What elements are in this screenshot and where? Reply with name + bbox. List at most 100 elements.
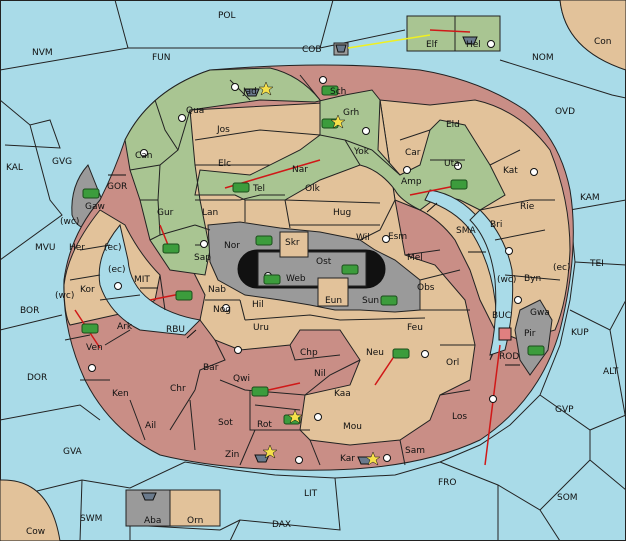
sea-label: GVA (63, 447, 83, 457)
fleet-icon[interactable] (244, 88, 260, 97)
land-label: Sam (405, 446, 425, 456)
land-label: Sot (218, 418, 233, 428)
land-label: Bar (203, 363, 219, 373)
sea-label: LIT (304, 489, 318, 499)
sea-mit-channel (98, 223, 202, 336)
land-label: Nar (292, 165, 308, 175)
land-label: Lan (202, 208, 218, 218)
land-label: Hel (466, 40, 481, 50)
army-icon[interactable] (380, 295, 398, 306)
land-label: Gur (157, 208, 174, 218)
move-order-arrow (159, 224, 169, 246)
army-icon[interactable] (450, 179, 468, 190)
land-label: Her (69, 243, 85, 253)
army-icon[interactable] (321, 85, 339, 96)
land-label: Kaa (334, 389, 351, 399)
land-label: Web (286, 274, 306, 284)
army-icon[interactable] (263, 274, 281, 285)
coast-label: (wc) (60, 217, 79, 227)
land-label: Nil (314, 369, 326, 379)
land-label: Uta (444, 159, 460, 169)
land-label: Qua (186, 106, 204, 116)
army-icon[interactable] (81, 323, 99, 334)
region-elf[interactable] (406, 15, 456, 52)
sea-label: ROD (499, 352, 519, 362)
army-icon[interactable] (527, 345, 545, 356)
land-label: Uru (253, 323, 269, 333)
aba-orn-frame (125, 489, 221, 527)
land-label: Mou (343, 422, 362, 432)
land-label: Yok (353, 147, 370, 157)
land-label: Orn (187, 516, 203, 526)
land-label: Los (452, 412, 467, 422)
region-eun[interactable] (317, 277, 349, 307)
army-icon[interactable] (162, 243, 180, 254)
land-label: Neu (366, 348, 384, 358)
land-region-borders (64, 74, 561, 466)
sea-label: TEI (589, 259, 604, 269)
sea-label: RBU (166, 325, 185, 335)
sea-label: NOM (532, 53, 554, 63)
sea-label: FRO (438, 478, 457, 488)
sea-label: SWM (80, 514, 102, 524)
land-label: Skr (285, 238, 300, 248)
land-label: Pir (524, 329, 536, 339)
fleet-icon[interactable] (335, 44, 347, 53)
sea-label: COB (302, 45, 322, 55)
land-label: Rot (257, 420, 272, 430)
supply-centers (88, 40, 538, 464)
sea-label: KUP (571, 328, 589, 338)
land-label: Amp (401, 177, 422, 187)
coast-label: (ec) (108, 265, 126, 275)
sea-label: BOR (20, 306, 39, 316)
sea-label: KAM (580, 193, 600, 203)
land-label: Sun (362, 296, 379, 306)
sea-label: GVG (52, 157, 72, 167)
sea-label: SMA (456, 226, 476, 236)
move-order-arrow (429, 29, 471, 33)
sea-label: MIT (134, 275, 150, 285)
land-label: Rie (520, 202, 535, 212)
army-icon[interactable] (392, 348, 410, 359)
land-label: Gaw (85, 202, 105, 212)
star-markers (258, 81, 381, 466)
sea-label: OVD (555, 107, 575, 117)
army-icon[interactable] (251, 386, 269, 397)
coast-label: (ec) (104, 243, 122, 253)
fleet-icon[interactable] (462, 36, 478, 45)
land-label: Eun (325, 296, 342, 306)
army-icon[interactable] (232, 182, 250, 193)
region-north-belt[interactable] (124, 67, 506, 276)
land-labels: Elf Hel Jad Sch Qua Grh Jos Eld Can Yok … (69, 40, 550, 526)
land-label: Ven (86, 343, 103, 353)
land-label: Nab (208, 285, 226, 295)
land-label: Tel (252, 184, 265, 194)
move-order-arrow (484, 344, 501, 466)
land-label: Ail (145, 421, 156, 431)
land-label: Olk (305, 184, 321, 194)
sea-label: BUC (492, 311, 511, 321)
land-label: Ost (316, 257, 332, 267)
land-label: Sap (194, 253, 211, 263)
land-label: Byn (524, 274, 541, 284)
land-label: Grh (343, 108, 359, 118)
land-label: Zin (225, 450, 239, 460)
army-icon[interactable] (341, 264, 359, 275)
army-icon[interactable] (255, 235, 273, 246)
army-icon[interactable] (82, 188, 100, 199)
coast-label: (wc) (55, 291, 74, 301)
sea-label: SOM (557, 493, 578, 503)
region-orn[interactable] (169, 489, 221, 527)
passage-markers (108, 174, 520, 366)
sea-label: GVP (555, 405, 574, 415)
sea-label: Con (594, 37, 612, 47)
coast-label: (wc) (497, 275, 516, 285)
army-icon[interactable] (175, 290, 193, 301)
fleet-icon[interactable] (141, 492, 157, 501)
region-pir[interactable] (514, 299, 553, 376)
land-label: Hug (333, 208, 351, 218)
region-skr[interactable] (279, 231, 309, 258)
land-label: Kor (80, 285, 95, 295)
